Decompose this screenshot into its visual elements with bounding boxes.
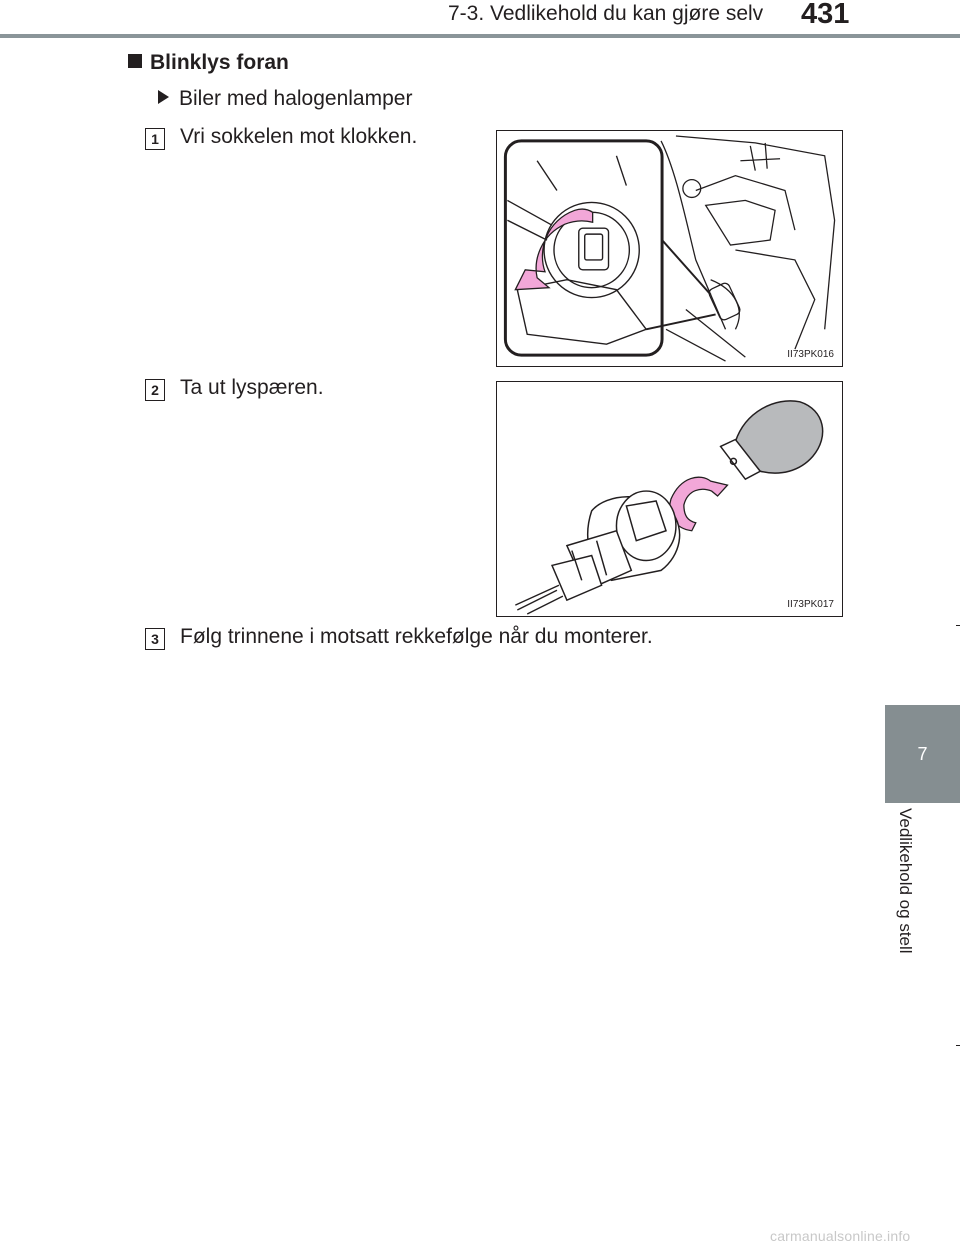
- chapter-label: Vedlikehold og stell: [896, 808, 915, 954]
- step-text-3: Følg trinnene i motsatt rekkefølge når d…: [180, 625, 653, 648]
- sub-heading: Biler med halogenlamper: [158, 87, 412, 111]
- section-heading: Blinklys foran: [128, 51, 289, 75]
- chapter-tab: 7: [885, 705, 960, 803]
- step-number-3: 3: [145, 628, 165, 650]
- step-text-2: Ta ut lyspæren.: [180, 376, 324, 399]
- figure-code-2: II73PK017: [787, 599, 834, 610]
- step-number-2: 2: [145, 379, 165, 401]
- margin-tick: [956, 625, 960, 626]
- chapter-number: 7: [917, 743, 928, 764]
- sub-heading-text: Biler med halogenlamper: [179, 87, 413, 110]
- headlight-socket-illustration: [503, 135, 836, 362]
- header-rule: [0, 34, 960, 38]
- margin-tick: [956, 1045, 960, 1046]
- figure-rotate-socket: II73PK016: [496, 130, 843, 367]
- figure-code-1: II73PK016: [787, 349, 834, 360]
- header-title: 7-3. Vedlikehold du kan gjøre selv: [448, 2, 764, 25]
- triangle-bullet-icon: [158, 90, 169, 104]
- section-heading-text: Blinklys foran: [150, 51, 289, 74]
- watermark: carmanualsonline.info: [770, 1228, 911, 1244]
- step-number-1: 1: [145, 128, 165, 150]
- figure-remove-bulb: II73PK017: [496, 381, 843, 617]
- square-bullet-icon: [128, 54, 142, 68]
- page-number: 431: [801, 0, 850, 30]
- bulb-removal-illustration: [515, 400, 824, 615]
- step-text-1: Vri sokkelen mot klokken.: [180, 125, 418, 148]
